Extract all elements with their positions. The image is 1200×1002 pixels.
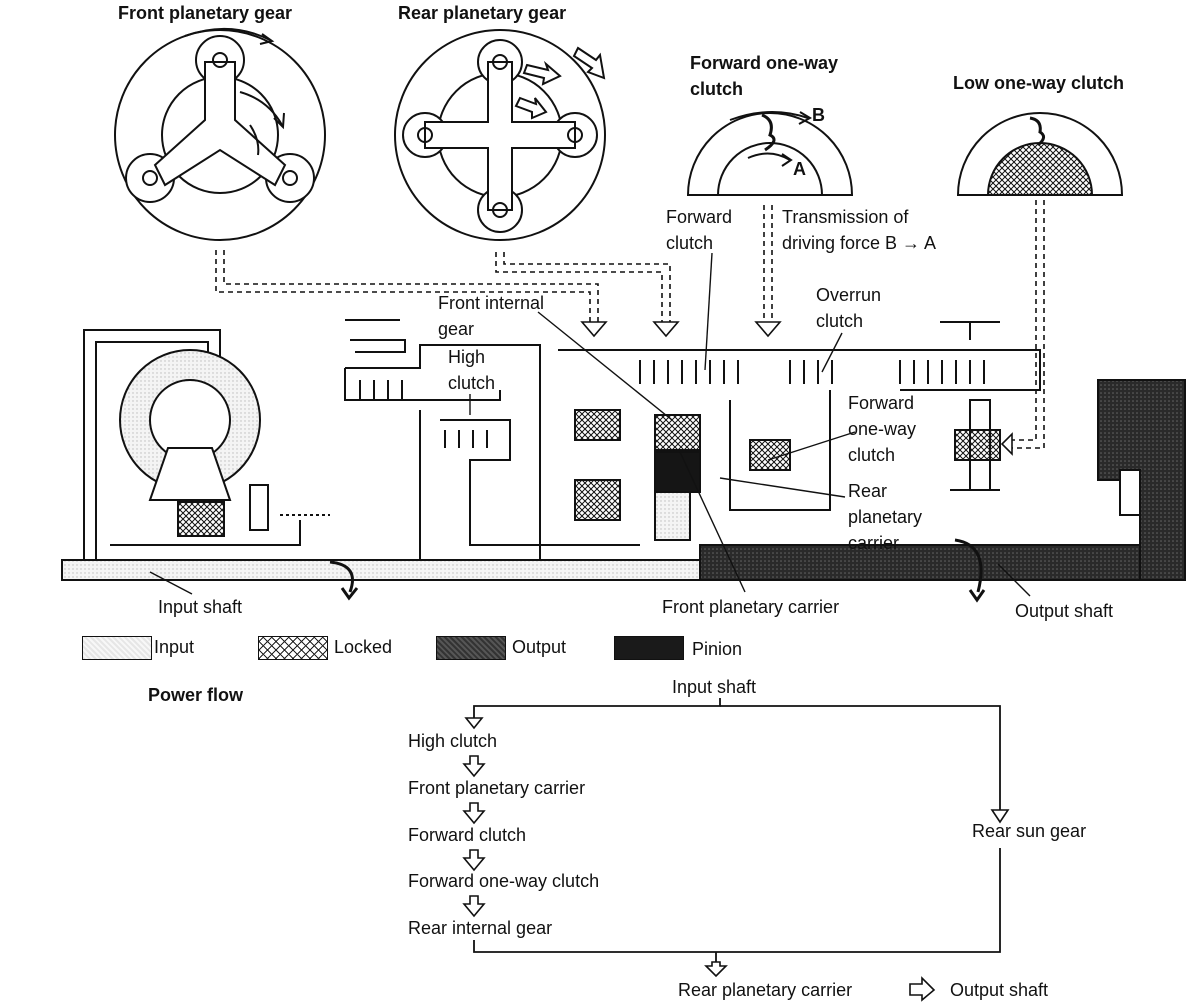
flow-step-front-planetary-carrier: Front planetary carrier [408,778,586,798]
flow-output-shaft: Output shaft [950,980,1049,1000]
label-low-one-way-clutch: Low one-way clutch [953,73,1125,93]
label-rear-planetary-carrier: Rear planetary carrier [848,481,923,553]
marker-a: A [793,159,806,179]
legend-label-locked: Locked [334,637,393,657]
label-rear-planetary-gear: Rear planetary gear [398,3,567,23]
label-output-shaft: Output shaft [1015,601,1114,621]
label-forward-one-way-clutch-top: Forward one-way clutch [690,53,839,99]
torque-converter-drawing [61,329,701,581]
rear-planetary-gear-drawing [394,29,606,241]
power-flow-arrowheads [462,717,1010,1002]
power-flow-lines [473,698,1001,962]
power-flow-title: Power flow [148,685,244,705]
label-input-shaft: Input shaft [158,597,243,617]
low-one-way-clutch-drawing [956,112,1124,196]
dashed-arrowheads [580,321,1013,456]
flow-step-high-clutch: High clutch [408,731,498,751]
clutch-pack-drawing [344,319,1041,560]
legend-label-output: Output [512,637,567,657]
leader-lines [149,252,1031,597]
legend-swatch-input [82,636,152,660]
rotation-arrows [329,538,986,603]
legend-swatch-pinion [614,636,684,660]
label-forward-one-way-clutch-side: Forward one-way clutch [848,393,917,465]
dashed-connector-lines [215,200,1045,449]
label-forward-clutch: Forward clutch [666,207,733,253]
forward-one-way-clutch-drawing [686,111,854,196]
flow-step-forward-one-way-clutch: Forward one-way clutch [408,871,600,891]
flow-step-rear-internal-gear: Rear internal gear [408,918,553,938]
label-high-clutch: High clutch [448,347,496,393]
label-front-internal-gear: Front internal gear [438,293,545,339]
front-planetary-gear-drawing [114,27,326,241]
flow-step-forward-clutch: Forward clutch [408,825,527,845]
legend-swatch-output [436,636,506,660]
flow-input-shaft: Input shaft [672,677,757,697]
legend-swatch-locked [258,636,328,660]
label-front-planetary-carrier: Front planetary carrier [662,597,840,617]
label-transmission-of-driving-force: Transmission of driving force B → A [782,207,937,253]
flow-rear-sun-gear: Rear sun gear [972,821,1087,841]
label-front-planetary-gear: Front planetary gear [118,3,293,23]
label-overrun-clutch: Overrun clutch [816,285,882,331]
legend-label-input: Input [154,637,195,657]
marker-b: B [812,105,825,125]
output-shaft-drawing [699,379,1186,581]
flow-rear-planetary-carrier: Rear planetary carrier [678,980,853,1000]
legend-label-pinion: Pinion [692,639,743,659]
